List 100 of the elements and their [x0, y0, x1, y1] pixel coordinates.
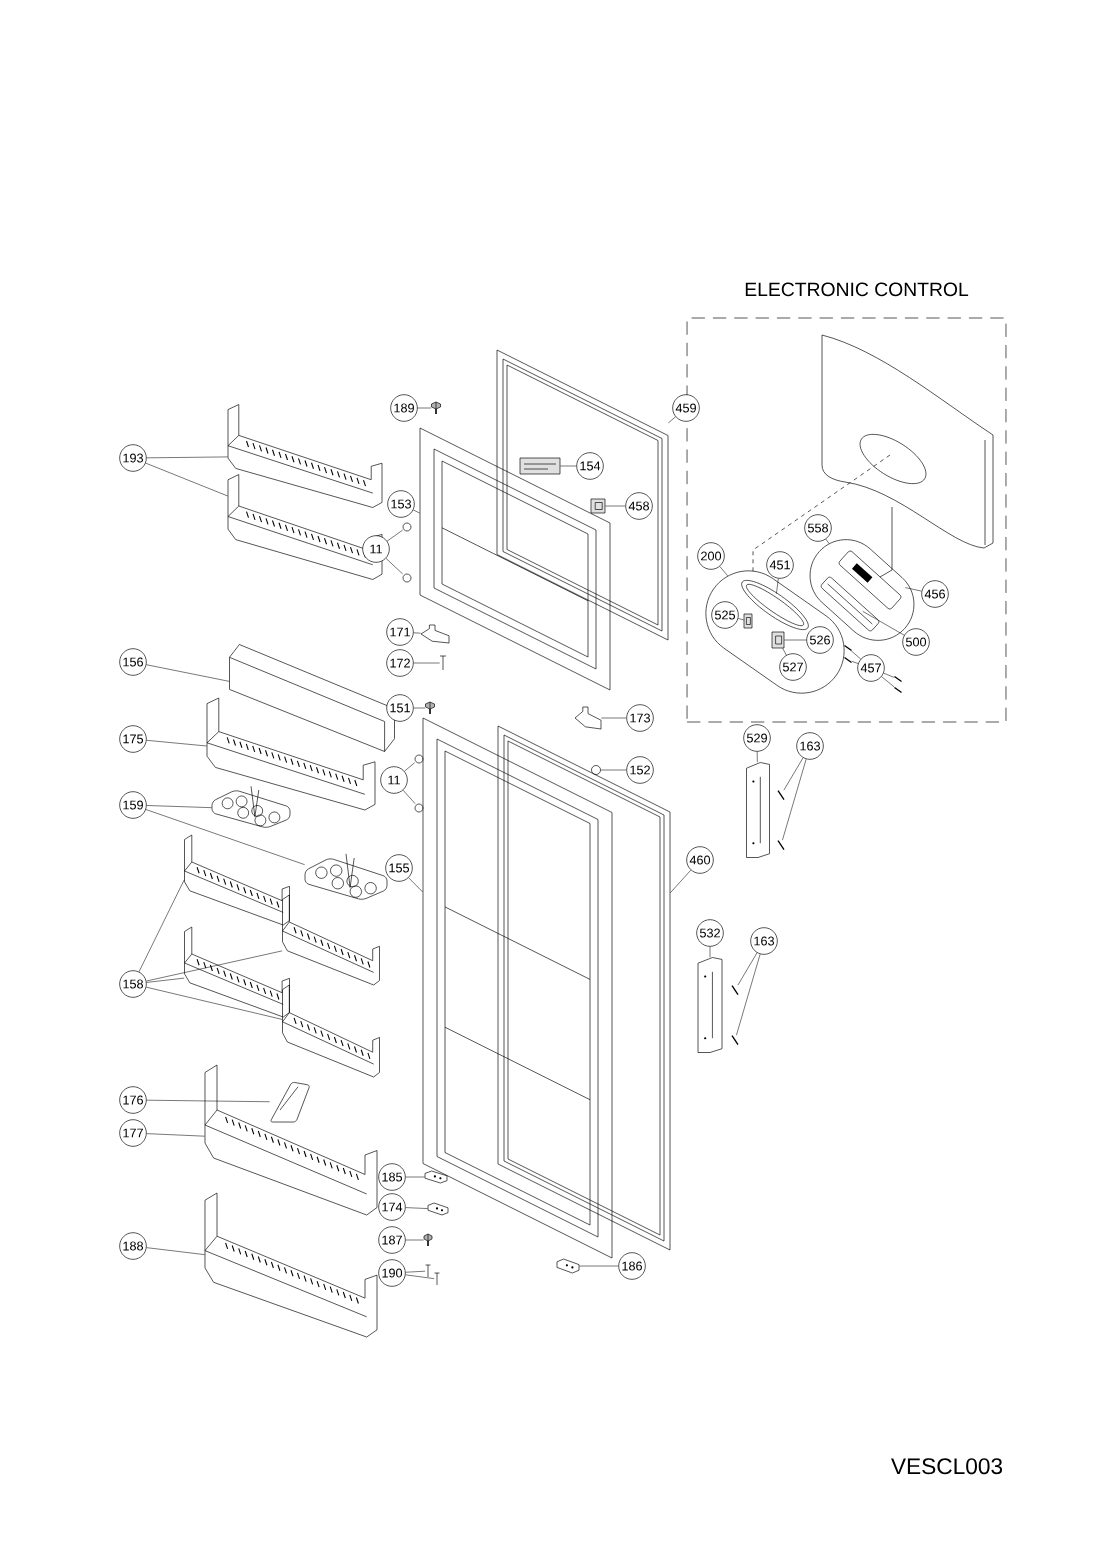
callout-number: 193 [119, 444, 147, 472]
leader-line [756, 751, 758, 763]
leader-line [146, 1133, 205, 1137]
leader-line [605, 505, 626, 507]
leader-line [146, 986, 283, 1020]
egg-tray [211, 785, 291, 828]
screw [434, 1272, 440, 1286]
door-gasket [496, 349, 669, 641]
leader-line [386, 529, 403, 542]
leader-line [138, 879, 185, 972]
plate [427, 1202, 449, 1216]
callout-number: 176 [119, 1086, 147, 1114]
callout-number: 457 [857, 654, 885, 682]
cap [414, 803, 424, 813]
leader-line [782, 648, 787, 656]
leader-line [405, 1274, 435, 1279]
leader-line [146, 664, 230, 682]
screw [731, 1034, 739, 1046]
group-outline [705, 570, 845, 694]
callout-number: 151 [386, 694, 414, 722]
callout-number: 11 [362, 535, 390, 563]
leader-line [782, 758, 807, 841]
door-liner [419, 427, 611, 691]
callout-number: 156 [119, 648, 147, 676]
leader-line [413, 509, 420, 514]
callout-number: 11 [380, 766, 408, 794]
leader-line [145, 462, 228, 497]
callout-number: 175 [119, 725, 147, 753]
leader-line [405, 1207, 428, 1209]
screw [843, 656, 853, 664]
screw [777, 789, 785, 801]
leader-line [413, 707, 426, 709]
leader-line [560, 465, 577, 467]
leader-line [145, 809, 305, 865]
callout-number: 171 [386, 618, 414, 646]
leader-line [881, 676, 895, 688]
leader-line [737, 618, 744, 621]
callout-number: 158 [119, 970, 147, 998]
leader-line [146, 977, 185, 983]
callout-number: 188 [119, 1232, 147, 1260]
screw [731, 984, 739, 996]
leader-line [405, 1270, 426, 1273]
leader-line [905, 587, 922, 592]
door-bin [184, 834, 290, 926]
callout-number: 152 [626, 756, 654, 784]
callout-number: 153 [387, 490, 415, 518]
callout-number: 185 [378, 1163, 406, 1191]
callout-number: 177 [119, 1119, 147, 1147]
hinge [420, 624, 450, 644]
leader-line [851, 650, 861, 660]
leader-line [776, 578, 779, 594]
door-bin [282, 984, 380, 1078]
callout-number: 525 [711, 601, 739, 629]
indicator [743, 613, 753, 629]
screw [423, 1233, 433, 1247]
plate [424, 1170, 448, 1184]
leader-line [600, 769, 627, 771]
callout-number: 460 [686, 846, 714, 874]
plate [556, 1258, 580, 1274]
leader-line [579, 1265, 619, 1267]
callout-number: 532 [696, 919, 724, 947]
cap [414, 754, 424, 764]
cap [591, 765, 601, 775]
leader-line [784, 639, 807, 641]
callout-number: 155 [385, 854, 413, 882]
leader-line [737, 952, 758, 986]
callout-number: 500 [902, 628, 930, 656]
callout-number: 159 [119, 791, 147, 819]
callout-number: 200 [697, 542, 725, 570]
callout-number: 172 [386, 649, 414, 677]
leader-line [413, 662, 440, 664]
lens [741, 580, 809, 630]
leader-line [146, 1247, 205, 1255]
callout-number: 163 [750, 927, 778, 955]
door-bin [282, 894, 380, 986]
screw [425, 1264, 431, 1278]
screw [893, 686, 903, 694]
leader-line [413, 632, 421, 634]
cap [402, 522, 412, 532]
screw [777, 839, 785, 851]
leader-line [385, 558, 403, 575]
door-bin [204, 1192, 378, 1338]
callout-number: 189 [390, 394, 418, 422]
egg-tray [304, 853, 388, 900]
door-gasket [497, 725, 671, 1251]
leader-line [783, 757, 804, 791]
callout-number: 456 [921, 580, 949, 608]
callout-number: 173 [626, 704, 654, 732]
leader-line [736, 953, 761, 1036]
circuit-board [820, 576, 880, 632]
bracket [746, 762, 770, 858]
callout-number: 558 [804, 514, 832, 542]
drawing-number: VESCL003 [891, 1458, 1003, 1475]
hinge [574, 706, 602, 730]
leader-line [404, 762, 415, 772]
screw [843, 644, 853, 652]
callout-number: 529 [743, 724, 771, 752]
screw [439, 655, 447, 671]
callout-number: 174 [378, 1193, 406, 1221]
leader-line [146, 740, 207, 747]
